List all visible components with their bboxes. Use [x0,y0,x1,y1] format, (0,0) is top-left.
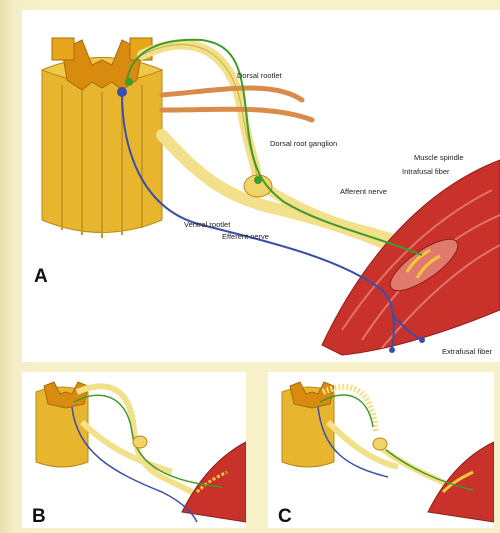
ganglion-cell-body [254,176,262,184]
diagram-c: C [268,372,494,528]
label-ventral-rootlet: Ventral rootlet [184,220,231,229]
motor-neuron-body [117,87,127,97]
diagram-a: Dorsal rootlet Dorsal root ganglion Musc… [22,10,500,362]
label-afferent-nerve: Afferent nerve [340,187,387,196]
label-intrafusal-fiber: Intrafusal fiber [402,167,450,176]
label-efferent-nerve: Efferent nerve [222,232,269,241]
label-dorsal-root-ganglion: Dorsal root ganglion [270,139,337,148]
panel-a: Dorsal rootlet Dorsal root ganglion Musc… [22,10,500,362]
panel-c: C [268,372,494,528]
label-extrafusal-fiber: Extrafusal fiber [442,347,493,356]
afferent-terminal [125,78,133,86]
panel-letter-a: A [34,266,48,287]
spinal-cord [42,38,162,238]
diagram-b: B [22,372,246,528]
panel-letter-c: C [278,506,292,527]
label-muscle-spindle: Muscle spindle [414,153,464,162]
label-dorsal-rootlet: Dorsal rootlet [237,71,283,80]
panel-b: B [22,372,246,528]
panel-letter-b: B [32,506,46,527]
